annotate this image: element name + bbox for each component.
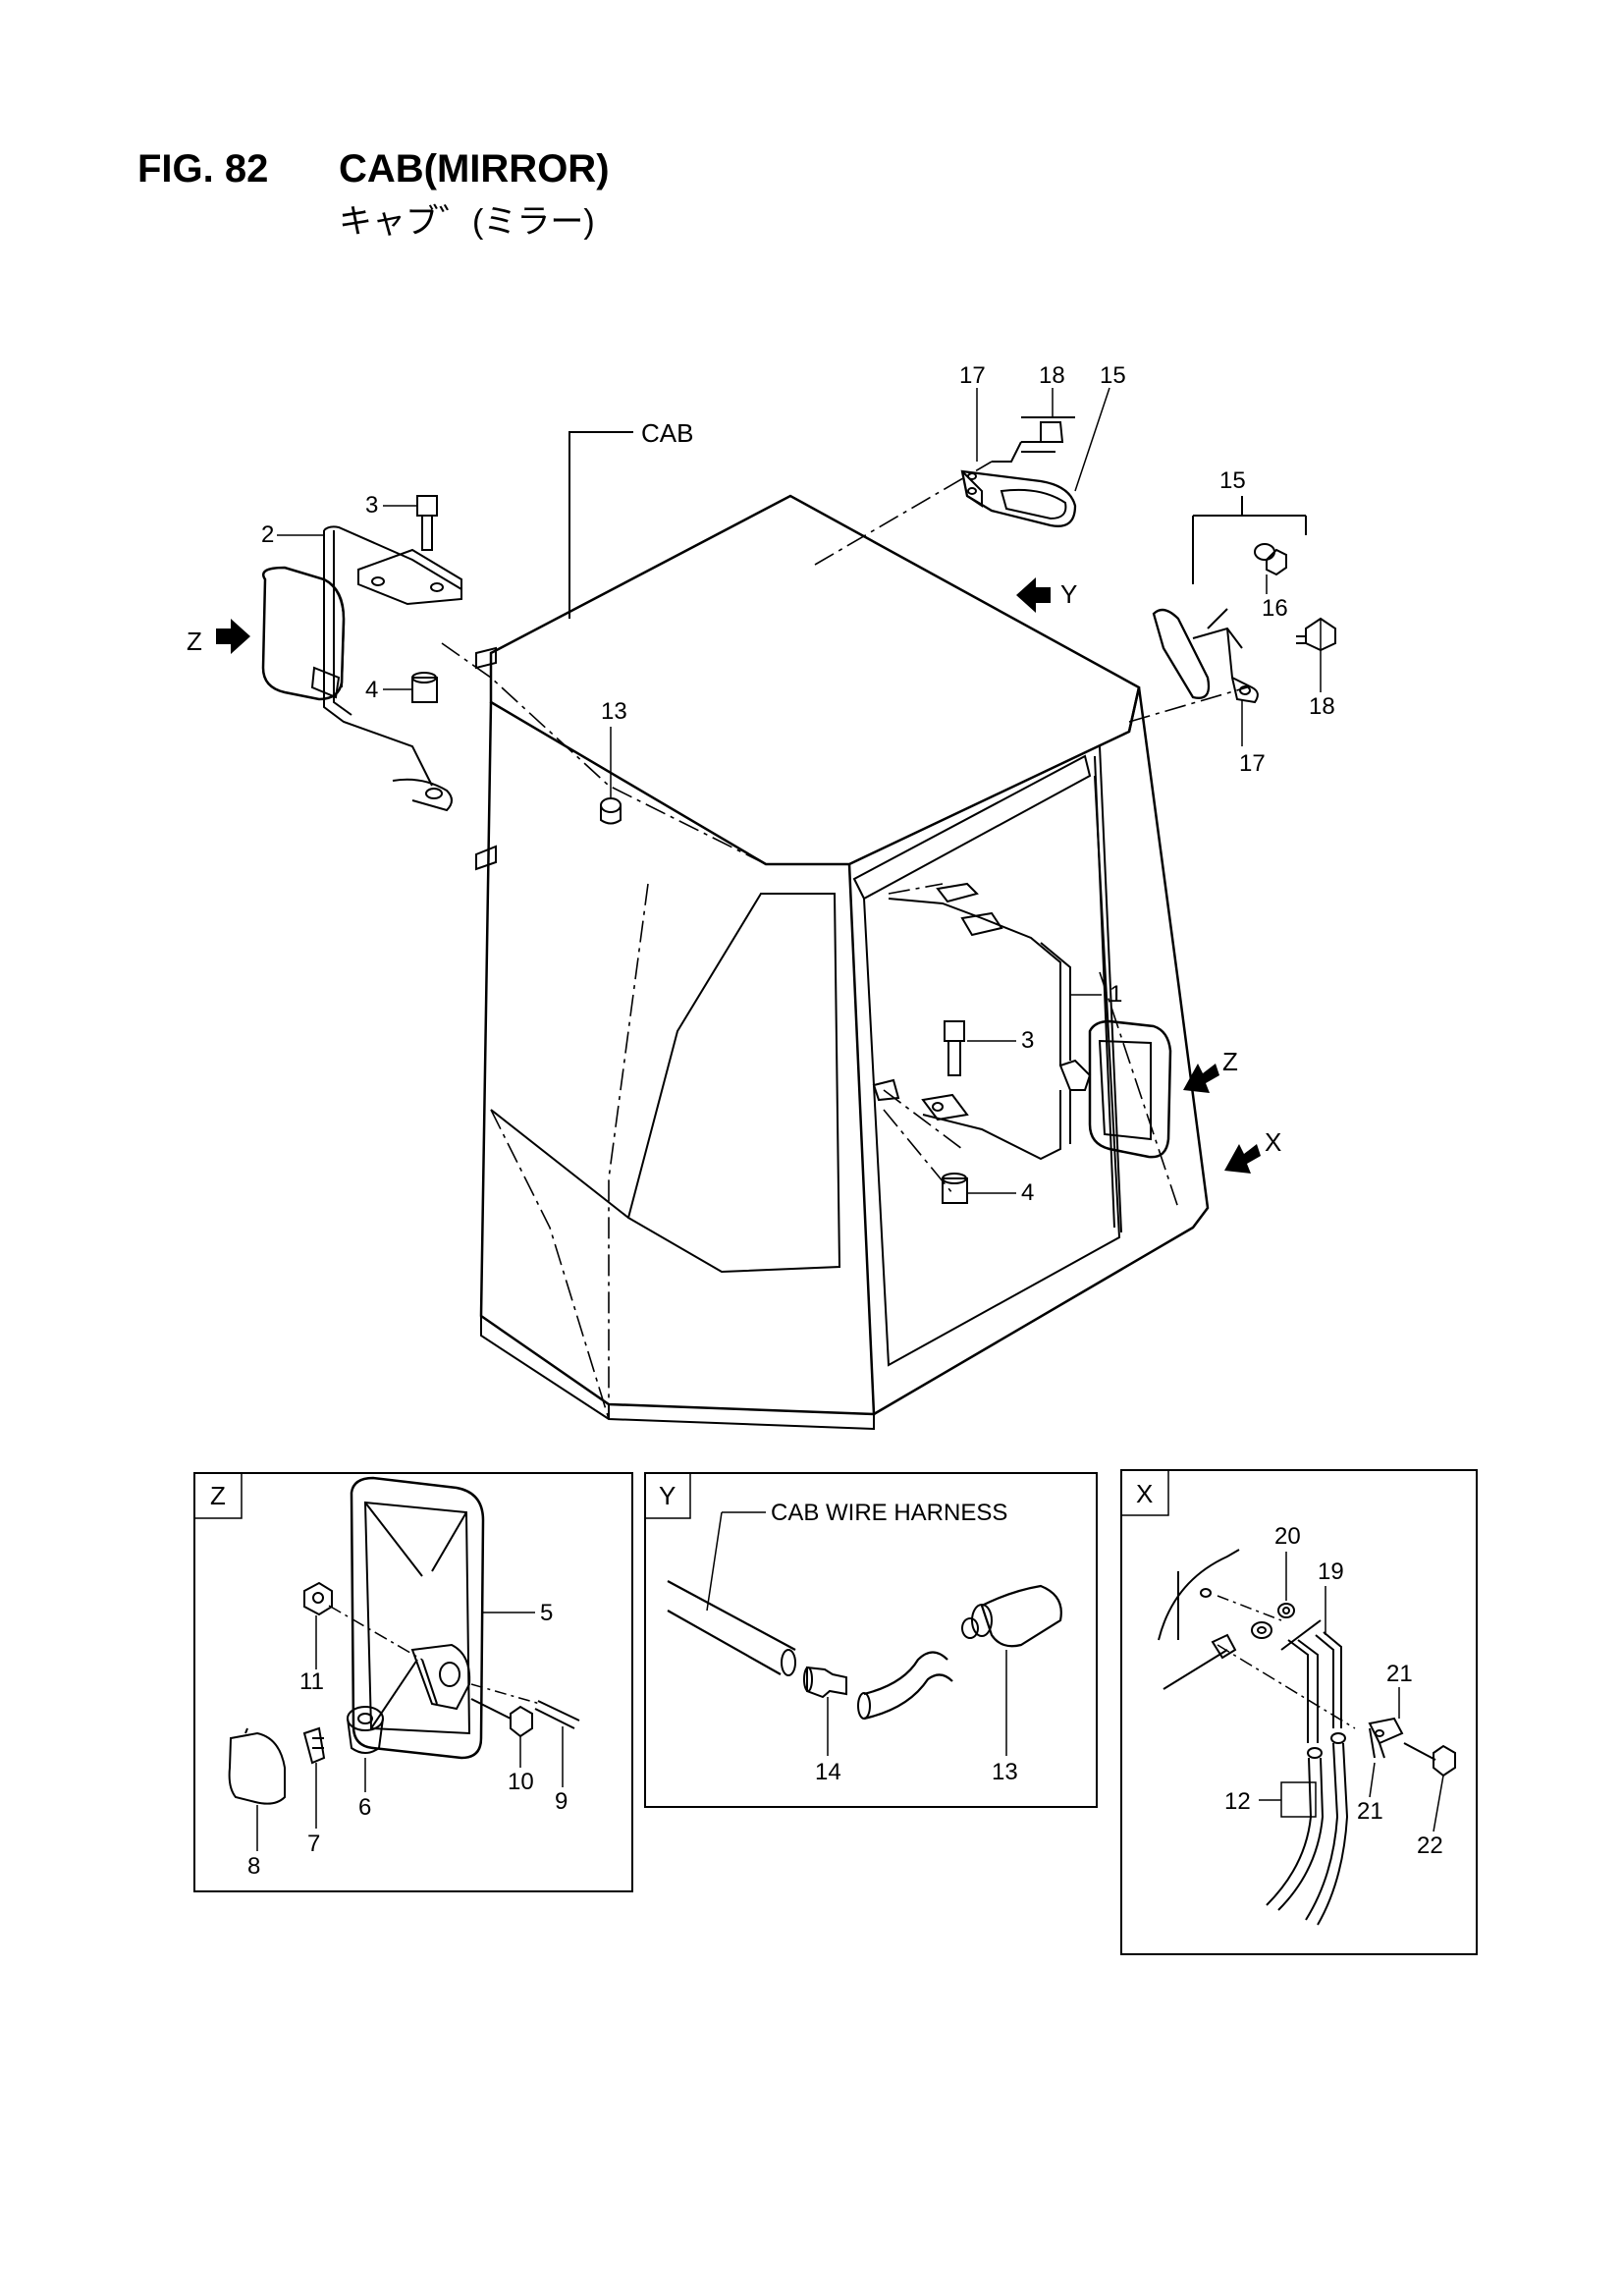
callout-15-right: 15 [1219, 467, 1246, 494]
detail-y-tag: Y [659, 1481, 676, 1510]
callout-1: 1 [1109, 981, 1122, 1008]
main-leaders [277, 387, 1322, 1194]
detail-x-tag: X [1136, 1479, 1153, 1508]
y-arrow-icon [1016, 577, 1051, 613]
callout-18-top: 18 [1039, 362, 1065, 389]
callout-15-top: 15 [1100, 362, 1126, 389]
right-mirror-assembly [872, 882, 1172, 1204]
detail-y-panel: Y CAB WIRE HARNESS 14 13 [644, 1472, 1098, 1808]
figure-number: FIG. 82 [137, 147, 269, 191]
callout-6: 6 [358, 1794, 371, 1821]
callout-13-detail: 13 [992, 1759, 1018, 1785]
figure-subtitle: キャブ゛(ミラー) [339, 203, 595, 241]
callout-7: 7 [307, 1831, 320, 1857]
right-bracket-assembly [1152, 496, 1336, 704]
detail-x-panel: X 20 19 21 [1120, 1469, 1478, 1955]
callout-18-right: 18 [1309, 693, 1335, 720]
callout-10: 10 [508, 1769, 534, 1795]
callout-3-left: 3 [365, 492, 378, 519]
callout-21-bottom: 21 [1357, 1798, 1383, 1825]
callout-20: 20 [1274, 1523, 1301, 1550]
callout-4-right: 4 [1021, 1179, 1034, 1206]
center-lines [441, 461, 1248, 1420]
callout-2: 2 [261, 521, 274, 548]
left-mirror-assembly [261, 495, 497, 871]
figure-title: CAB(MIRROR) [339, 147, 610, 191]
callout-16: 16 [1262, 595, 1288, 622]
callout-8: 8 [247, 1853, 260, 1880]
callout-12: 12 [1224, 1788, 1251, 1815]
cab-body [479, 494, 1210, 1431]
detail-z-panel: Z 5 11 6 10 9 [193, 1472, 633, 1892]
plug-13-main [600, 797, 622, 825]
callout-17-right: 17 [1239, 750, 1266, 777]
detail-z-tag: Z [210, 1481, 226, 1510]
callout-17-top: 17 [959, 362, 986, 389]
view-arrows [216, 577, 1261, 1174]
callout-21-top: 21 [1386, 1661, 1413, 1687]
callout-22: 22 [1417, 1832, 1443, 1859]
callout-3-right: 3 [1021, 1027, 1034, 1054]
callout-5: 5 [540, 1600, 553, 1626]
x-arrow-icon [1224, 1144, 1261, 1174]
z-right-arrow-icon [1183, 1064, 1219, 1093]
callout-11: 11 [299, 1668, 324, 1695]
harness-label: CAB WIRE HARNESS [771, 1500, 1007, 1526]
callout-14: 14 [815, 1759, 841, 1785]
top-bracket-assembly [960, 416, 1077, 527]
view-z-right: Z [1222, 1047, 1238, 1076]
z-left-arrow-icon [216, 619, 250, 654]
cab-leader [568, 431, 633, 619]
view-y: Y [1060, 579, 1077, 609]
view-x: X [1265, 1127, 1281, 1157]
callout-19: 19 [1318, 1558, 1344, 1585]
main-callouts: 17 18 15 15 16 18 17 3 2 4 13 1 3 4 Z Y … [187, 362, 1335, 1206]
callout-9: 9 [555, 1788, 568, 1815]
view-z-left: Z [187, 627, 202, 656]
cab-label: CAB [641, 418, 693, 448]
callout-4-left: 4 [365, 677, 378, 703]
callout-13: 13 [601, 698, 627, 725]
